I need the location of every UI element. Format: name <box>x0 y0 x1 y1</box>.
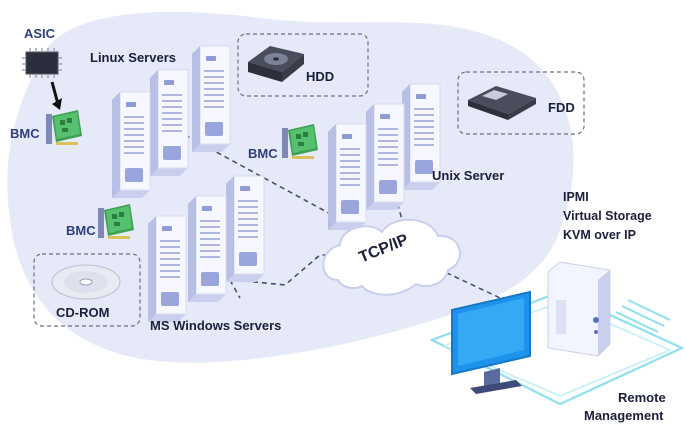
virtual-storage-label: Virtual Storage <box>563 209 652 223</box>
asic-chip-icon <box>22 48 62 78</box>
bmc-label-mid: BMC <box>248 146 278 161</box>
fdd-box <box>457 71 585 135</box>
remote-monitor <box>451 290 531 394</box>
ipmi-label: IPMI <box>563 190 589 204</box>
kvm-over-ip-label: KVM over IP <box>563 228 636 242</box>
remote-label-line2: Management <box>584 408 664 423</box>
bmc-label-left: BMC <box>10 126 40 141</box>
arrow-down-icon <box>50 81 62 110</box>
bmc-label-lower: BMC <box>66 223 96 238</box>
tcp-ip-cloud <box>322 218 461 296</box>
hdd-icon <box>248 46 304 82</box>
ms-windows-servers-label: MS Windows Servers <box>150 318 282 333</box>
floppy-disk-icon <box>468 86 536 120</box>
linux-servers-label: Linux Servers <box>90 50 176 65</box>
fdd-label: FDD <box>548 100 575 115</box>
hdd-box <box>237 33 369 97</box>
unix-server-label: Unix Server <box>432 168 505 183</box>
cd-disc-icon <box>51 264 121 300</box>
cd-rom-box <box>33 253 141 327</box>
remote-computer-tower <box>547 261 611 357</box>
asic-label: ASIC <box>24 26 56 41</box>
signal-lines-icon <box>615 299 671 333</box>
remote-management-station <box>429 261 685 406</box>
cd-rom-label: CD-ROM <box>56 305 110 320</box>
hdd-label: HDD <box>306 69 335 84</box>
remote-label-line1: Remote <box>618 390 666 405</box>
